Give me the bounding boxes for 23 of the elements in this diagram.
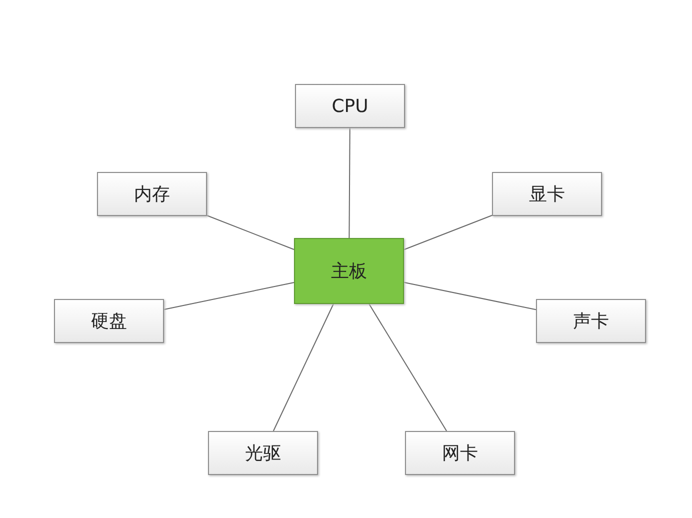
connector-line [206, 215, 294, 250]
component-box [295, 84, 405, 128]
box-label: 内存 [134, 183, 170, 206]
component-box [492, 172, 602, 216]
component-box [208, 431, 318, 475]
component-box [405, 431, 515, 475]
component-box [536, 299, 646, 343]
component-box [54, 299, 164, 343]
box-label: 显卡 [529, 183, 565, 206]
box-label: 主板 [331, 260, 367, 283]
mainboard-box [294, 238, 404, 304]
connector-line [404, 214, 492, 250]
box-label: 网卡 [442, 442, 478, 465]
box-label: 声卡 [573, 310, 609, 333]
box-label: 硬盘 [91, 310, 127, 333]
connector-line [164, 282, 294, 310]
component-box [97, 172, 207, 216]
connector-line [272, 304, 334, 432]
connector-line [348, 128, 350, 238]
connector-line [404, 282, 536, 310]
box-label: 光驱 [245, 442, 281, 465]
connector-line [368, 304, 448, 432]
box-label: CPU [332, 96, 368, 116]
